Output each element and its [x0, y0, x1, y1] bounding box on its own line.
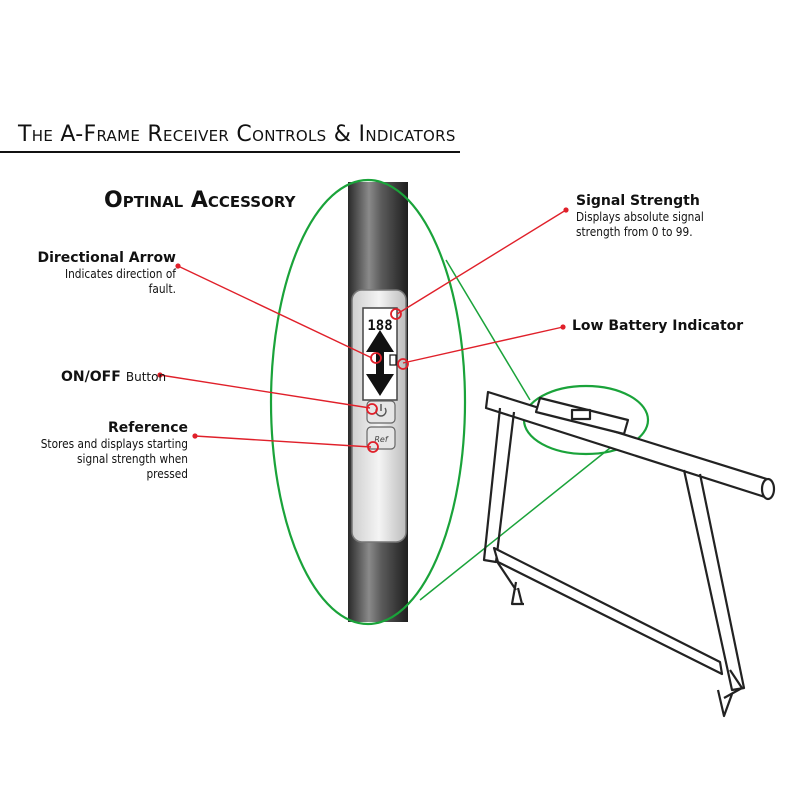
callout-dots [157, 207, 569, 439]
callout-heading: ON/OFF [61, 369, 121, 385]
callout-description: Button [125, 370, 167, 384]
subtitle: Optinal Accessory [104, 188, 296, 213]
callout-reference: Reference Stores and displays starting s… [20, 420, 188, 482]
zoom-connector-lower [419, 439, 621, 601]
callout-description: signal strength when [77, 452, 188, 466]
display-digits: 188 [367, 318, 392, 334]
callout-description: fault. [148, 282, 176, 296]
callout-rings [366, 308, 409, 453]
callout-on-off: ON/OFF Button [61, 366, 166, 385]
callout-heading: Directional Arrow [37, 250, 176, 266]
callout-description: pressed [146, 467, 188, 481]
callout-description: Displays absolute signal [576, 210, 704, 224]
callout-description: Stores and displays starting [40, 437, 188, 451]
callout-directional-arrow: Directional Arrow Indicates direction of… [20, 250, 176, 297]
callout-signal-strength: Signal Strength Displays absolute signal… [576, 193, 776, 240]
ref-button[interactable] [366, 426, 396, 450]
callout-heading: Low Battery Indicator [572, 318, 744, 334]
zoom-ellipse [269, 178, 467, 626]
callout-heading: Signal Strength [576, 193, 700, 209]
battery-icon [389, 354, 397, 366]
ref-button-label: Ref [374, 435, 388, 444]
direction-arrow-icon [366, 330, 394, 396]
title-underline [0, 151, 460, 153]
callout-description: strength from 0 to 99. [576, 225, 693, 239]
callout-low-battery: Low Battery Indicator [572, 318, 743, 335]
callout-description: Indicates direction of [64, 267, 176, 281]
zoom-connector-upper [445, 259, 531, 401]
zoomed-handle: 188 Ref [348, 182, 408, 622]
a-frame [482, 390, 776, 718]
page-title: The A-Frame Receiver Controls & Indicato… [18, 122, 456, 147]
callout-lines [159, 209, 567, 448]
callout-heading: Reference [107, 420, 188, 436]
